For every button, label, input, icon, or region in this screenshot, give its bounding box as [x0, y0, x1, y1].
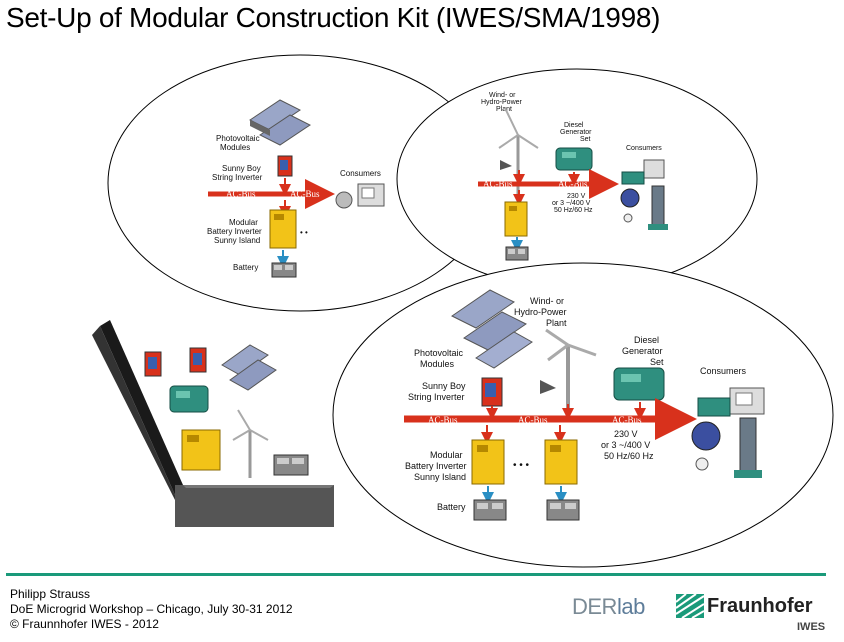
medium-consumers-label: Consumers — [626, 145, 662, 152]
large-battery-label: Battery — [437, 502, 466, 512]
large-bus-3: AC-Bus — [612, 415, 642, 425]
fraunhofer-logo-icon — [676, 594, 704, 618]
consumers-icon — [335, 183, 385, 209]
large-pv-modules-icon — [451, 289, 533, 369]
large-string-inverter-icon — [481, 377, 503, 407]
large-consumers-label: Consumers — [700, 366, 747, 376]
large-voltage-2: or 3 ~/400 V — [601, 440, 650, 450]
small-bus-left: AC-Bus — [226, 189, 256, 199]
pv-modules-icon — [249, 99, 311, 146]
footer-author: Philipp Strauss — [10, 587, 91, 601]
small-bi-label-3: Sunny Island — [214, 236, 260, 245]
large-bus-1: AC-Bus — [428, 415, 458, 425]
kit-platform — [92, 320, 334, 527]
small-pv-label-2: Modules — [220, 143, 250, 152]
large-battery-inverter-2-icon — [544, 439, 578, 485]
small-inverter-label-1: Sunny Boy — [222, 164, 261, 173]
medium-diesel-label-2: Generator — [560, 129, 592, 136]
medium-diesel-label-3: Set — [580, 136, 591, 143]
fraunhofer-name: Fraunhofer — [707, 595, 813, 617]
fraunhofer-iwes: IWES — [797, 621, 826, 633]
derlab-logo-part1: DER — [572, 594, 617, 619]
medium-consumers-icon — [620, 159, 668, 230]
kit-pv-icon — [221, 344, 277, 391]
medium-battery-inverter-icon — [504, 201, 528, 237]
large-wind-label-2: Hydro-Power — [514, 307, 567, 317]
battery-inverter-icon — [269, 209, 297, 249]
small-battery-label: Battery — [233, 263, 258, 272]
medium-bus-left: AC-Bus — [483, 179, 513, 189]
medium-wind-label-3: Plant — [496, 106, 512, 113]
large-voltage-1: 230 V — [614, 429, 638, 439]
small-bi-label-2: Battery Inverter — [207, 227, 262, 236]
small-dots: • • — [300, 228, 308, 237]
large-inverter-label-1: Sunny Boy — [422, 381, 466, 391]
large-system-ellipse — [332, 262, 834, 568]
large-battery-inverter-1-icon — [471, 439, 505, 485]
footer-event: DoE Microgrid Workshop – Chicago, July 3… — [10, 602, 293, 616]
kit-diesel-icon — [169, 385, 209, 413]
small-inverter-label-2: String Inverter — [212, 173, 263, 182]
large-wind-turbine-icon — [540, 328, 597, 410]
large-diesel-label-3: Set — [650, 357, 664, 367]
diesel-generator-icon — [555, 147, 593, 171]
footer-credits: Philipp Strauss DoE Microgrid Workshop –… — [10, 587, 293, 632]
derlab-logo-part2: lab — [616, 594, 645, 619]
large-battery-1-icon — [473, 499, 507, 521]
footer-divider — [6, 573, 826, 576]
large-diesel-label-1: Diesel — [634, 335, 659, 345]
large-bi-label-2: Battery Inverter — [405, 461, 467, 471]
large-bi-label-1: Modular — [430, 450, 463, 460]
large-wind-label-3: Plant — [546, 318, 567, 328]
small-pv-label-1: Photovoltaic — [216, 134, 260, 143]
string-inverter-icon — [277, 155, 293, 177]
kit-battery-inverter-icon — [181, 429, 221, 471]
footer-copyright: © Fraunnhofer IWES - 2012 — [10, 617, 159, 631]
large-wind-label-1: Wind- or — [530, 296, 564, 306]
large-diesel-label-2: Generator — [622, 346, 663, 356]
large-dots: • • • — [513, 460, 530, 471]
medium-wind-label-1: Wind- or — [489, 92, 516, 99]
derlab-logo: DERlab — [572, 594, 645, 620]
medium-voltage-1: 230 V — [567, 193, 586, 200]
medium-voltage-3: 50 Hz/60 Hz — [554, 207, 593, 214]
large-inverter-label-2: String Inverter — [408, 392, 465, 402]
small-bus-right: AC-Bus — [290, 189, 320, 199]
kit-wind-turbine-icon — [232, 409, 269, 478]
medium-voltage-2: or 3 ~/400 V — [552, 200, 591, 207]
battery-icon — [271, 262, 297, 278]
medium-diesel-label-1: Diesel — [564, 122, 584, 129]
small-consumers-label: Consumers — [340, 169, 381, 178]
medium-bus-right: AC-Bus — [558, 179, 588, 189]
large-pv-label-2: Modules — [420, 359, 455, 369]
large-bi-label-3: Sunny Island — [414, 472, 466, 482]
wind-turbine-icon — [498, 107, 539, 200]
page-title: Set-Up of Modular Construction Kit (IWES… — [6, 2, 661, 33]
large-bus-2: AC-Bus — [518, 415, 548, 425]
small-bi-label-1: Modular — [229, 218, 258, 227]
system-diagram: Photovoltaic Modules Sunny Boy String In… — [92, 54, 834, 568]
medium-wind-label-2: Hydro-Power — [481, 99, 523, 106]
kit-battery-icon — [273, 454, 309, 476]
large-voltage-3: 50 Hz/60 Hz — [604, 451, 654, 461]
large-consumers-icon — [691, 387, 765, 478]
kit-inverters-icon — [144, 347, 207, 377]
large-pv-label-1: Photovoltaic — [414, 348, 464, 358]
medium-battery-icon — [505, 246, 529, 261]
large-diesel-generator-icon — [613, 367, 665, 401]
large-battery-2-icon — [546, 499, 580, 521]
